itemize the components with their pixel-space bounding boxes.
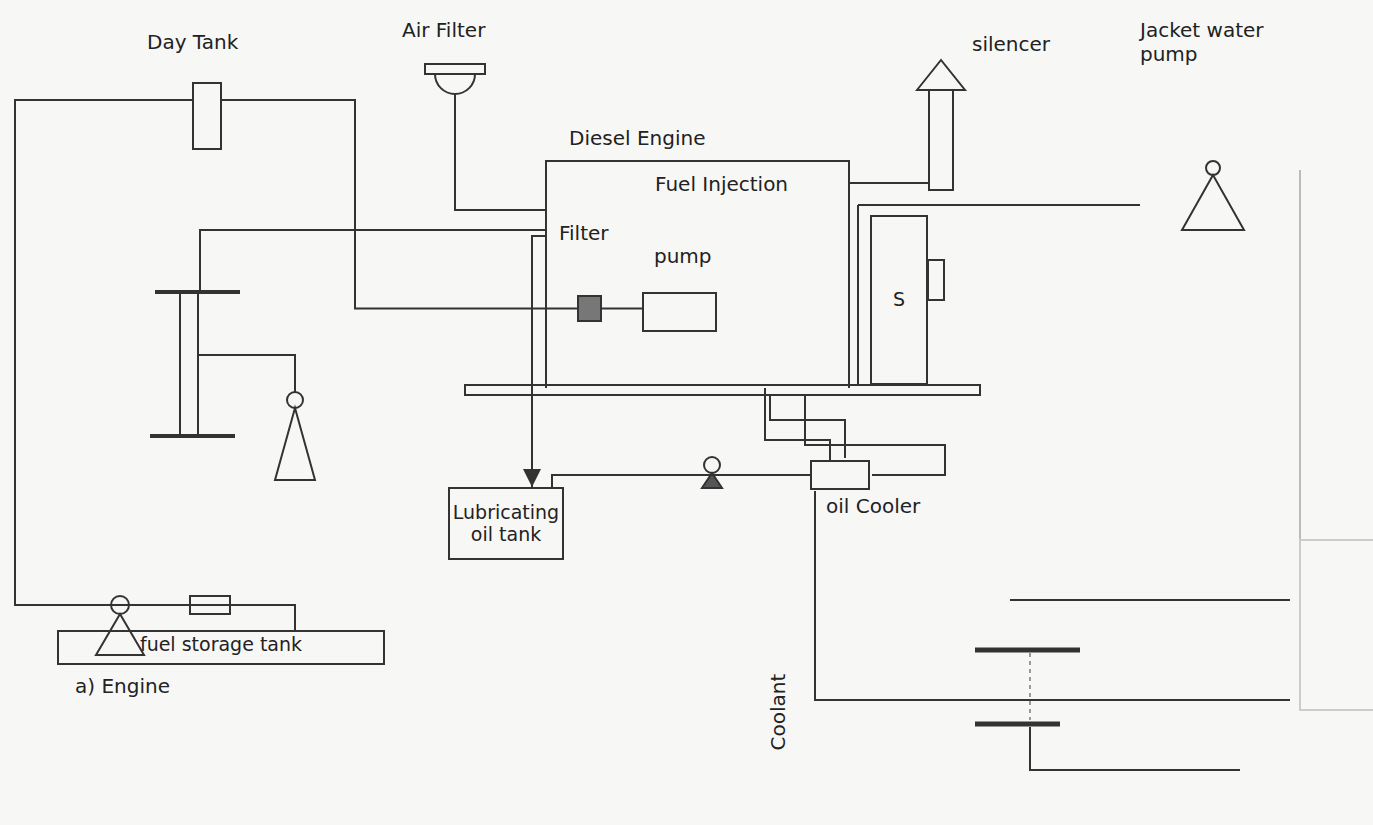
cooling-tower xyxy=(1300,540,1373,710)
fuel-storage-tank: fuel storage tank xyxy=(57,630,385,665)
component-label: Air Filter xyxy=(402,18,485,42)
air-pipe xyxy=(455,94,545,210)
engine-base xyxy=(465,385,980,395)
node-text: S xyxy=(893,289,905,311)
node-label: pump xyxy=(654,244,712,268)
s-box-port xyxy=(928,260,944,300)
node-label: Diesel Engine xyxy=(569,126,705,150)
lube-oil-tank: Lubricating oil tank xyxy=(448,487,564,560)
pump-symbol xyxy=(275,408,315,480)
silencer-symbol xyxy=(929,90,953,190)
pipe-label: Coolant xyxy=(766,674,790,751)
figure-caption: a) Engine xyxy=(75,674,170,698)
pipe-connector xyxy=(602,308,642,310)
coolant-pipe xyxy=(1030,727,1240,770)
node-label: oil Cooler xyxy=(826,494,920,518)
fuel-filter: Filter xyxy=(577,295,602,322)
node-label: Filter xyxy=(559,221,609,245)
oil-pipe xyxy=(770,396,845,458)
water-pipe xyxy=(200,230,545,290)
water-pipe xyxy=(1299,170,1301,540)
oil-pipe xyxy=(805,396,945,475)
heat-exchanger xyxy=(179,294,181,434)
pump-symbol xyxy=(1206,161,1220,175)
pump-symbol xyxy=(1182,175,1244,230)
coolant-pipe xyxy=(1010,599,1290,601)
pump-symbol xyxy=(96,614,144,655)
heat-exchanger xyxy=(197,294,199,434)
oil-cooler: oil Cooler xyxy=(810,460,870,490)
coolant-pipe xyxy=(815,491,1290,700)
node-text: fuel storage tank xyxy=(140,634,302,656)
silencer-symbol xyxy=(917,60,965,90)
node-label: Day Tank xyxy=(147,30,238,54)
heat-exchanger xyxy=(1029,653,1031,720)
pipe-connector xyxy=(15,100,295,630)
pipe-connector xyxy=(765,388,830,460)
pipe-connector xyxy=(532,236,545,487)
s-box: S xyxy=(870,215,928,385)
water-pipe xyxy=(198,355,295,392)
water-pipe xyxy=(858,204,1140,206)
fuel-pump: pump xyxy=(642,292,717,332)
node-body: S xyxy=(872,217,926,383)
component-label: silencer xyxy=(972,32,1050,56)
heat-exchanger xyxy=(155,290,240,294)
pump-symbol xyxy=(704,457,720,473)
exhaust-pipe xyxy=(850,182,929,184)
pipe-connector xyxy=(552,475,810,487)
component-label: Fuel Injection xyxy=(655,172,788,196)
air-filter-symbol xyxy=(425,64,485,74)
component-label: Jacket water pump xyxy=(1140,18,1310,66)
heat-exchanger xyxy=(975,648,1080,653)
heat-exchanger xyxy=(975,722,1060,727)
node-body: Lubricating oil tank xyxy=(450,489,562,558)
heat-exchanger xyxy=(150,434,235,438)
water-pipe xyxy=(857,205,859,386)
node-body: fuel storage tank xyxy=(59,632,383,663)
node-text: Lubricating oil tank xyxy=(453,502,559,546)
air-filter-symbol xyxy=(435,74,475,94)
pipe-connector xyxy=(222,100,577,309)
day-tank: Day Tank xyxy=(192,82,222,150)
